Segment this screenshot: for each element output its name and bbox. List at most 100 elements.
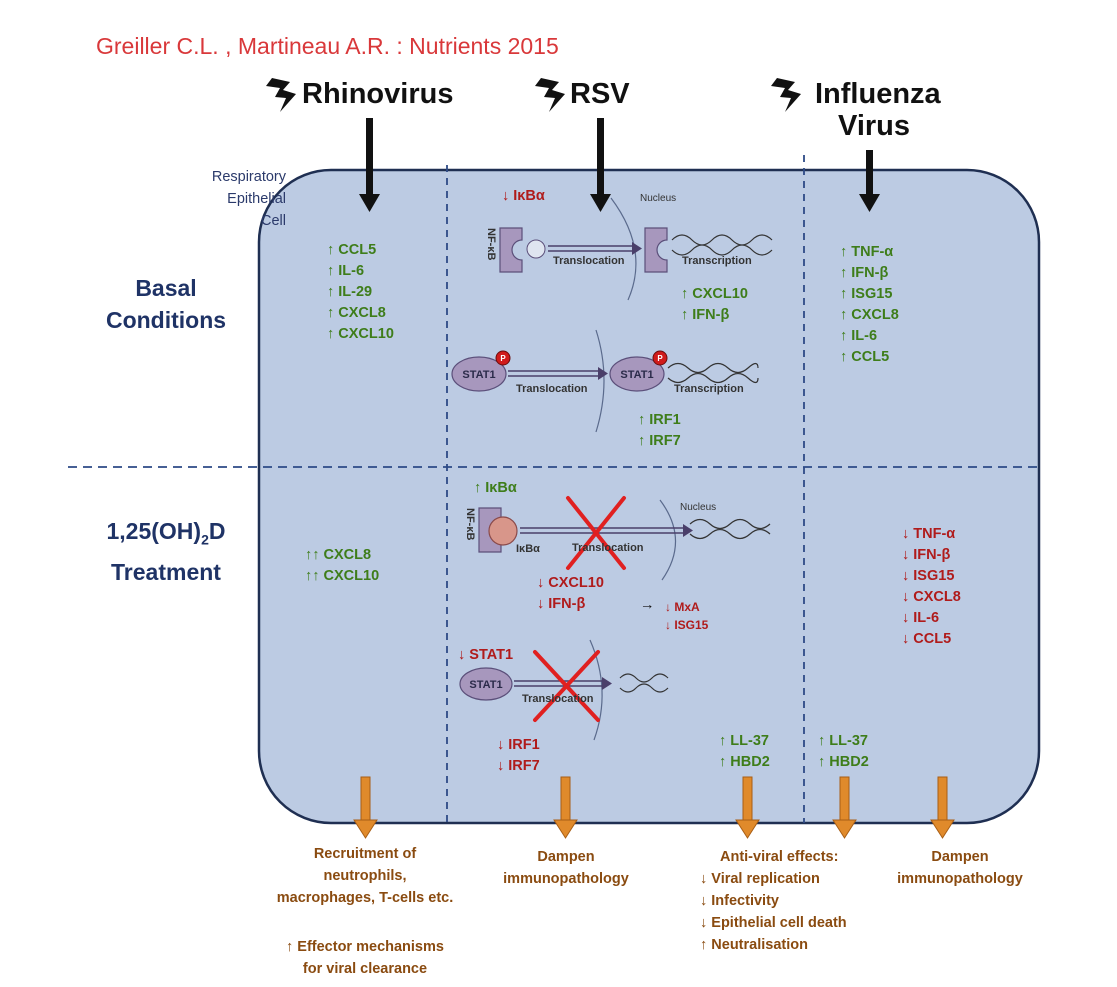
outcome-dampen-rsv: Dampen immunopathology bbox=[486, 846, 646, 890]
treatment-rsv-irf: ↓ IRF1 ↓ IRF7 bbox=[497, 735, 540, 777]
outcome-line: Dampen bbox=[537, 849, 595, 865]
citation: Greiller C.L. , Martineau A.R. : Nutrien… bbox=[96, 33, 559, 59]
lightning-bolt-icon bbox=[771, 78, 801, 112]
treatment-rsv-arrow: → bbox=[640, 597, 655, 613]
nfkb-molecule bbox=[499, 227, 523, 273]
virus-title-influenza: Influenza bbox=[815, 78, 941, 110]
list-item: ↑ IL-6 bbox=[327, 263, 365, 279]
list-item: ↑ CXCL10 bbox=[327, 326, 394, 342]
list-item: ↑ CCL5 bbox=[840, 349, 890, 365]
outcome-arrow bbox=[930, 776, 955, 839]
outcome-line: ↑ Neutralisation bbox=[700, 937, 808, 953]
condition-line: Basal bbox=[135, 275, 197, 301]
dna-helix-icon bbox=[619, 673, 669, 693]
list-item: ↑ CCL5 bbox=[327, 242, 377, 258]
list-item: ↑ CXCL10 bbox=[681, 286, 748, 302]
down-arrow-icon bbox=[859, 150, 880, 212]
outcome-line: Anti-viral effects: bbox=[720, 849, 839, 865]
outcome-line: neutrophils, bbox=[323, 868, 407, 884]
stat1-label: STAT1 bbox=[469, 679, 502, 691]
treatment-subscript: 2 bbox=[201, 531, 209, 548]
transcription-label: Transcription bbox=[682, 255, 752, 267]
list-item: ↑ ISG15 bbox=[840, 286, 893, 302]
outcome-antiviral: Anti-viral effects: ↓ Viral replication … bbox=[700, 846, 847, 956]
translocation-arrow bbox=[514, 677, 612, 690]
translocation-arrow bbox=[548, 242, 642, 255]
outcome-line: Recruitment of bbox=[313, 846, 417, 862]
down-arrow-icon bbox=[590, 118, 611, 212]
condition-line: Treatment bbox=[111, 558, 221, 585]
list-item: ↓ ISG15 bbox=[665, 618, 709, 632]
list-item: ↑ LL-37 bbox=[719, 733, 769, 749]
nucleus-membrane bbox=[659, 499, 677, 581]
list-item: ↓ IFN-β bbox=[902, 547, 951, 563]
list-item: ↑ LL-37 bbox=[818, 733, 868, 749]
list-item: ↑ CXCL8 bbox=[327, 305, 386, 321]
stat1-molecule bbox=[451, 356, 507, 392]
nfkb-molecule bbox=[644, 227, 668, 273]
list-item: ↑ IL-6 bbox=[840, 328, 878, 344]
outcome-arrow bbox=[353, 776, 378, 839]
list-item: ↑ IFN-β bbox=[681, 307, 730, 323]
stat1-molecule bbox=[459, 667, 513, 701]
outcome-line: Dampen bbox=[931, 849, 989, 865]
dna-helix-icon bbox=[689, 518, 771, 540]
condition-line: 1,25(OH)2D bbox=[66, 515, 266, 556]
outcome-recruitment: Recruitment of neutrophils, macrophages,… bbox=[252, 843, 478, 909]
ikba-molecule bbox=[488, 516, 518, 546]
stat1-label: STAT1 bbox=[462, 369, 495, 381]
outcome-effector: ↑ Effector mechanisms for viral clearanc… bbox=[252, 936, 478, 980]
list-item: ↓ IL-6 bbox=[902, 610, 940, 626]
list-item: ↓ IRF1 bbox=[497, 737, 540, 753]
phosphate-icon bbox=[495, 350, 511, 366]
outcome-arrow bbox=[832, 776, 857, 839]
basal-rsv-nfkb-outputs: ↑ CXCL10 ↑ IFN-β bbox=[681, 284, 748, 326]
cell-label: Respiratory Epithelial Cell bbox=[180, 166, 286, 232]
treatment-influenza-list: ↓ TNF-α ↓ IFN-β ↓ ISG15 ↓ CXCL8 ↓ IL-6 ↓… bbox=[902, 524, 961, 650]
nfkb-binding-site bbox=[526, 239, 546, 259]
lightning-bolt-icon bbox=[535, 78, 565, 112]
cell-label-line: Cell bbox=[261, 213, 286, 229]
outcome-dampen-flu: Dampen immunopathology bbox=[880, 846, 1040, 890]
virus-title-influenza-line2: Virus bbox=[838, 110, 911, 142]
list-item: ↑ IFN-β bbox=[840, 265, 889, 281]
transcription-label: Transcription bbox=[674, 383, 744, 395]
list-item: ↓ ISG15 bbox=[902, 568, 955, 584]
virus-title-rhinovirus: Rhinovirus bbox=[302, 78, 454, 110]
basal-rsv-ikba: ↓ IκBα bbox=[502, 188, 545, 204]
stat1-label: STAT1 bbox=[620, 369, 653, 381]
list-item: ↓ CXCL8 bbox=[902, 589, 961, 605]
list-item: ↓ CXCL10 bbox=[537, 575, 604, 591]
red-cross-icon bbox=[533, 650, 600, 722]
phosphate-icon bbox=[652, 350, 668, 366]
dna-helix-icon bbox=[667, 362, 759, 384]
translocation-label: Translocation bbox=[553, 255, 625, 267]
nfkb-label: NF-κB bbox=[485, 228, 497, 260]
treatment-rsv-outputs: ↓ CXCL10 ↓ IFN-β bbox=[537, 573, 604, 615]
ikba-label: IκBα bbox=[516, 543, 540, 555]
nucleus-membrane bbox=[595, 329, 605, 433]
list-item: ↑ TNF-α bbox=[840, 244, 894, 260]
condition-line: Conditions bbox=[105, 307, 227, 333]
down-arrow-icon bbox=[359, 118, 380, 212]
outcome-line: ↓ Epithelial cell death bbox=[700, 915, 847, 931]
treatment-influenza-peptides: ↑ LL-37 ↑ HBD2 bbox=[818, 731, 869, 773]
translocation-label: Translocation bbox=[516, 383, 588, 395]
translocation-arrow bbox=[508, 367, 608, 380]
list-item: ↑ CXCL8 bbox=[840, 307, 899, 323]
nucleus-membrane bbox=[589, 639, 603, 741]
list-item: ↑ HBD2 bbox=[719, 754, 770, 770]
nucleus-label: Nucleus bbox=[680, 502, 716, 513]
list-item: ↑ IL-29 bbox=[327, 284, 373, 300]
basal-rhinovirus-list: ↑ CCL5 ↑ IL-6 ↑ IL-29 ↑ CXCL8 ↑ CXCL10 bbox=[327, 240, 394, 345]
outcome-line: immunopathology bbox=[897, 871, 1023, 887]
phosphate-label: P bbox=[657, 354, 663, 363]
red-cross-icon bbox=[566, 496, 626, 570]
outcome-line: ↓ Viral replication bbox=[700, 871, 820, 887]
list-item: ↑ IRF1 bbox=[638, 412, 681, 428]
treatment-rsv-downstream: ↓ MxA ↓ ISG15 bbox=[665, 598, 708, 634]
list-item: ↑ HBD2 bbox=[818, 754, 869, 770]
treatment-prefix: 1,25(OH) bbox=[106, 518, 202, 544]
outcome-line: ↓ Infectivity bbox=[700, 893, 779, 909]
